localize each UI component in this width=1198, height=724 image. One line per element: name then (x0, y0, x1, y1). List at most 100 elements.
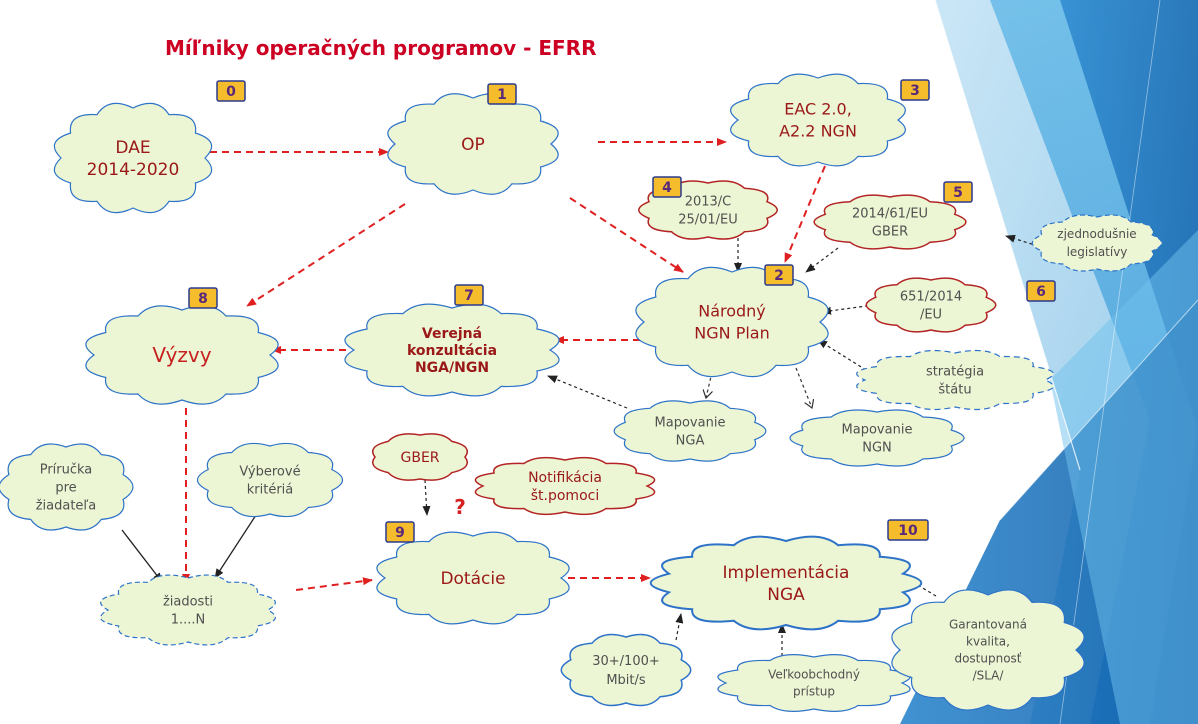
node-gber: GBER (372, 433, 468, 481)
milestone-badge: 1 (487, 83, 517, 105)
node-label-line: žiadosti (163, 595, 213, 610)
cloud-shape (717, 654, 911, 712)
cloud-shape (635, 266, 829, 378)
node-label-line: NGA (676, 434, 705, 449)
milestone-badge: 2 (764, 264, 794, 286)
node-label-line: NGA/NGN (415, 360, 489, 376)
node-label-line: DAE (115, 138, 150, 158)
node-label-line: kvalita, (966, 635, 1010, 649)
node-label-line: Notifikácia (528, 470, 602, 486)
cloud-shape (0, 443, 134, 531)
node-label-line: Príručka (40, 463, 93, 478)
cloud-shape (560, 633, 692, 707)
node-n2013: 2013/C25/01/EU4 (638, 176, 778, 240)
badge-number: 10 (898, 523, 918, 539)
node-label-line: Výberové (239, 465, 300, 480)
node-label-line: Mapovanie (655, 416, 726, 431)
edge-vyberove-ziadosti (214, 511, 259, 579)
node-label-line: štátu (938, 383, 971, 398)
milestone-badge: 8 (188, 287, 218, 309)
node-label-line: Mapovanie (842, 423, 913, 438)
node-label-line: 30+/100+ (592, 654, 660, 669)
node-vyzvy: Výzvy 8 (85, 287, 279, 405)
badge-number: 7 (464, 288, 474, 304)
node-n651: 651/2014/EU6 (865, 277, 1056, 333)
cloud-shape (344, 303, 560, 397)
milestone-badge: 3 (900, 79, 930, 101)
node-label-line: dostupnosť (954, 652, 1021, 666)
node-label-line: pre (55, 481, 76, 496)
node-label-line: zjednodušnie (1057, 227, 1136, 241)
node-label-line: 651/2014 (900, 290, 962, 305)
edge-mbit-impl (675, 613, 684, 641)
node-label-line: konzultácia (407, 343, 497, 359)
cloud-shape (856, 349, 1054, 411)
edge-n651-narodny (821, 304, 875, 315)
cloud-shape (891, 589, 1085, 711)
node-label-line: žiadateľa (36, 499, 97, 514)
node-label-line: Výzvy (152, 343, 211, 367)
badge-number: 1 (497, 87, 507, 103)
node-label-line: Dotácie (440, 569, 505, 589)
cloud-shape (100, 574, 276, 646)
cloud-shape (813, 194, 967, 250)
badge-number: 2 (774, 268, 784, 284)
node-label-line: 1....N (171, 613, 206, 628)
edge-narodny-mapnga (706, 371, 712, 398)
edge-prirucka-ziadosti (121, 529, 163, 583)
milestone-badge: 7 (454, 284, 484, 306)
node-label-line: NGN (862, 441, 892, 456)
node-label-line: 2013/C (685, 195, 732, 210)
edge-gber-dotacie (422, 479, 431, 516)
node-label-line: stratégia (926, 365, 984, 380)
node-ziadosti: žiadosti 1....N (100, 574, 276, 646)
cloud-shape (730, 73, 906, 167)
badge-number: 6 (1036, 284, 1046, 300)
node-notif: Notifikácia št.pomoci (474, 456, 656, 516)
badge-number: 0 (226, 84, 236, 100)
cloud-shape (474, 456, 656, 516)
node-label-line: NGA (767, 585, 805, 605)
node-label-line: Mbit/s (606, 673, 646, 688)
node-label-line: A2.2 NGN (779, 122, 857, 141)
node-label-line: NGN Plan (694, 324, 769, 343)
milestone-badge: 10 (887, 519, 929, 541)
node-label-line: /SLA/ (973, 669, 1005, 683)
cloud-shape (53, 102, 213, 214)
question-mark: ? (454, 495, 466, 519)
node-label-line: Veľkoobchodný (768, 668, 860, 682)
milestone-badge: 9 (385, 521, 415, 543)
node-label-line: EAC 2.0, (784, 100, 852, 119)
cloud-shape (1031, 214, 1163, 272)
cloud-shape (372, 433, 468, 481)
cloud-shape (196, 442, 344, 518)
node-label-line: GBER (400, 450, 439, 466)
node-label-line: OP (461, 135, 485, 155)
node-label-line: št.pomoci (531, 488, 599, 504)
diagram-title: Míľniky operačných programov - EFRR (165, 36, 596, 60)
edge-strategia-narodny (817, 339, 867, 371)
cloud-shape (387, 93, 559, 195)
milestone-badge: 0 (216, 80, 246, 102)
node-mbit: 30+/100+ Mbit/s (560, 633, 692, 707)
badge-number: 8 (198, 291, 208, 307)
edge-n2014-narodny (805, 247, 839, 273)
cloud-shape (613, 400, 767, 462)
node-label-line: 2014-2020 (87, 160, 180, 180)
node-label-line: GBER (872, 225, 908, 240)
node-label-line: kritériá (247, 483, 294, 498)
node-eac: EAC 2.0, A2.2 NGN 3 (730, 73, 930, 167)
badge-number: 4 (662, 180, 672, 196)
node-label-line: Implementácia (723, 563, 850, 583)
